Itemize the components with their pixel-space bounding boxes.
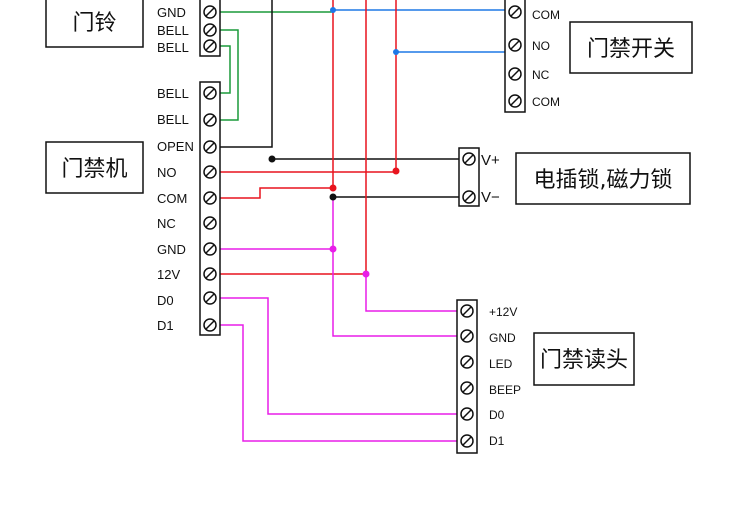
junction-dot bbox=[329, 245, 337, 253]
terminal-screw-slot bbox=[510, 7, 520, 17]
terminal-screw-slot bbox=[462, 357, 472, 367]
controller-pin-label: OPEN bbox=[157, 139, 194, 154]
switch-title: 门禁开关 bbox=[587, 37, 675, 62]
terminal-screw-slot bbox=[205, 88, 215, 98]
controller-pin-label: COM bbox=[157, 191, 187, 206]
terminal-screw-slot bbox=[462, 436, 472, 446]
doorbell-box bbox=[45, 0, 144, 48]
controller-pin-label: BELL bbox=[157, 86, 189, 101]
terminal-screw-slot bbox=[205, 218, 215, 228]
controller-pin-label: BELL bbox=[157, 112, 189, 127]
switch-terminal-strip bbox=[504, 0, 526, 113]
terminal-screw-slot bbox=[205, 293, 215, 303]
controller-pin-label: NC bbox=[157, 216, 176, 231]
lock-title: 电插锁,磁力锁 bbox=[534, 168, 673, 193]
junction-dot bbox=[329, 184, 337, 192]
controller-pin-label: D0 bbox=[157, 293, 174, 308]
terminal-screw-slot bbox=[205, 7, 215, 17]
doorbell-pin-label: BELL bbox=[157, 40, 189, 55]
terminal-screw-slot bbox=[464, 154, 474, 164]
wire-red-no bbox=[219, 0, 397, 173]
controller-box bbox=[45, 141, 144, 194]
reader-pin-label: D0 bbox=[489, 408, 505, 422]
switch-pin-label: COM bbox=[532, 95, 560, 109]
terminal-screw-slot bbox=[205, 269, 215, 279]
terminal-screw-slot bbox=[205, 115, 215, 125]
terminal-screw-slot bbox=[205, 193, 215, 203]
lock-pin-label: V− bbox=[481, 189, 500, 206]
doorbell-pin-label: BELL bbox=[157, 23, 189, 38]
junction-dot bbox=[392, 167, 400, 175]
junction-dot bbox=[393, 49, 399, 55]
wire-magenta-d0 bbox=[219, 297, 462, 415]
terminal-screw-slot bbox=[205, 25, 215, 35]
reader-box bbox=[533, 332, 635, 386]
terminal-screw-slot bbox=[205, 320, 215, 330]
junction-dot bbox=[330, 7, 336, 13]
reader-pin-label: GND bbox=[489, 331, 516, 345]
reader-pin-label: D1 bbox=[489, 434, 505, 448]
lock-box bbox=[515, 152, 691, 205]
junction-dot bbox=[362, 270, 370, 278]
wire-green-bell-2 bbox=[219, 45, 231, 94]
reader-pin-label: BEEP bbox=[489, 383, 521, 397]
switch-pin-label: NO bbox=[532, 39, 550, 53]
reader-pin-label: LED bbox=[489, 357, 513, 371]
terminal-screw-slot bbox=[462, 409, 472, 419]
terminal-screw-slot bbox=[462, 306, 472, 316]
terminal-screw-slot bbox=[462, 383, 472, 393]
switch-box bbox=[569, 21, 693, 74]
wire-magenta-12v bbox=[365, 274, 462, 312]
terminal-screws bbox=[203, 5, 522, 448]
terminal-screw-slot bbox=[510, 96, 520, 106]
terminal-screw-slot bbox=[205, 41, 215, 51]
controller-pin-label: D1 bbox=[157, 318, 174, 333]
wire-red-com bbox=[219, 187, 333, 199]
wire-magenta-gnd bbox=[219, 248, 462, 337]
switch-pin-label: NC bbox=[532, 68, 550, 82]
controller-title: 门禁机 bbox=[61, 157, 127, 182]
terminal-screw-slot bbox=[464, 192, 474, 202]
terminal-screw-slot bbox=[510, 69, 520, 79]
terminal-screw-slot bbox=[205, 142, 215, 152]
terminal-screw-slot bbox=[462, 331, 472, 341]
wire-black-open bbox=[219, 0, 273, 148]
wire-magenta-d1 bbox=[219, 324, 462, 442]
lock-pin-label: V+ bbox=[481, 152, 500, 169]
junction-dot bbox=[268, 155, 276, 163]
doorbell-pin-label: GND bbox=[157, 5, 186, 20]
junction-dot bbox=[329, 193, 337, 201]
reader-pin-label: +12V bbox=[489, 305, 517, 319]
switch-pin-label: COM bbox=[532, 8, 560, 22]
doorbell-title: 门铃 bbox=[72, 11, 116, 36]
reader-title: 门禁读头 bbox=[540, 348, 628, 373]
terminal-screw-slot bbox=[205, 244, 215, 254]
controller-pin-label: NO bbox=[157, 165, 177, 180]
reader-terminal-strip bbox=[456, 299, 478, 454]
controller-pin-label: 12V bbox=[157, 267, 180, 282]
controller-pin-label: GND bbox=[157, 242, 186, 257]
terminal-screw-slot bbox=[205, 167, 215, 177]
wire-green-bell-1 bbox=[219, 29, 239, 121]
terminal-screw-slot bbox=[510, 40, 520, 50]
